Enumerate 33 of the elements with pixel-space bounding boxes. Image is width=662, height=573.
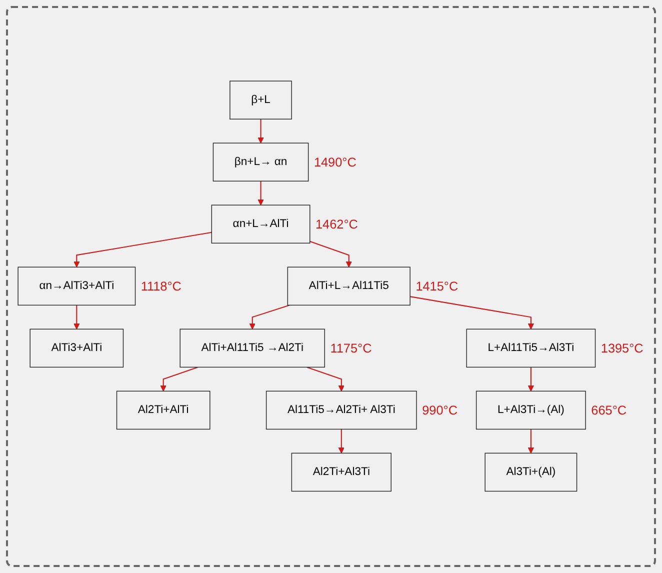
temperature-label: 1395°C bbox=[600, 342, 644, 356]
node-box: L+Al11Ti5→Al3Ti bbox=[466, 329, 596, 368]
node-box: αn→AlTi3+AlTi bbox=[18, 267, 136, 306]
arrow bbox=[249, 305, 290, 330]
temperature-label: 1118°C bbox=[140, 280, 182, 294]
arrow bbox=[160, 367, 198, 392]
node-box: AlTi+Al11Ti5 →Al2Ti bbox=[180, 329, 325, 368]
node-box: β+L bbox=[230, 81, 292, 120]
node-box: Al11Ti5→Al2Ti+ Al3Ti bbox=[266, 391, 417, 430]
node-box: L+Al3Ti→(Al) bbox=[476, 391, 586, 430]
arrow bbox=[338, 430, 344, 454]
temperature-label: 1175°C bbox=[330, 342, 372, 356]
node-box: Al2Ti+AlTi bbox=[116, 391, 210, 430]
node-box: AlTi3+AlTi bbox=[30, 329, 124, 368]
node-box: AlTi+L→Al11Ti5 bbox=[287, 267, 410, 306]
arrow bbox=[410, 296, 534, 330]
node-box: βn+L→ αn bbox=[212, 143, 309, 182]
arrow bbox=[528, 368, 534, 392]
temperature-label: 665°C bbox=[591, 404, 627, 418]
arrow bbox=[528, 430, 534, 454]
arrow bbox=[310, 241, 352, 268]
arrow bbox=[258, 181, 264, 206]
arrow bbox=[306, 367, 344, 392]
temperature-label: 1462°C bbox=[316, 218, 358, 232]
temperature-label: 990°C bbox=[422, 404, 458, 418]
temperature-label: 1490°C bbox=[314, 156, 356, 170]
arrow bbox=[74, 306, 80, 330]
node-box: Al3Ti+(Al) bbox=[484, 453, 578, 492]
node-box: αn+L→AlTi bbox=[211, 205, 310, 244]
arrow bbox=[74, 232, 212, 268]
temperature-label: 1415°C bbox=[416, 280, 458, 294]
node-box: Al2Ti+Al3Ti bbox=[291, 453, 392, 492]
arrow bbox=[258, 119, 264, 144]
